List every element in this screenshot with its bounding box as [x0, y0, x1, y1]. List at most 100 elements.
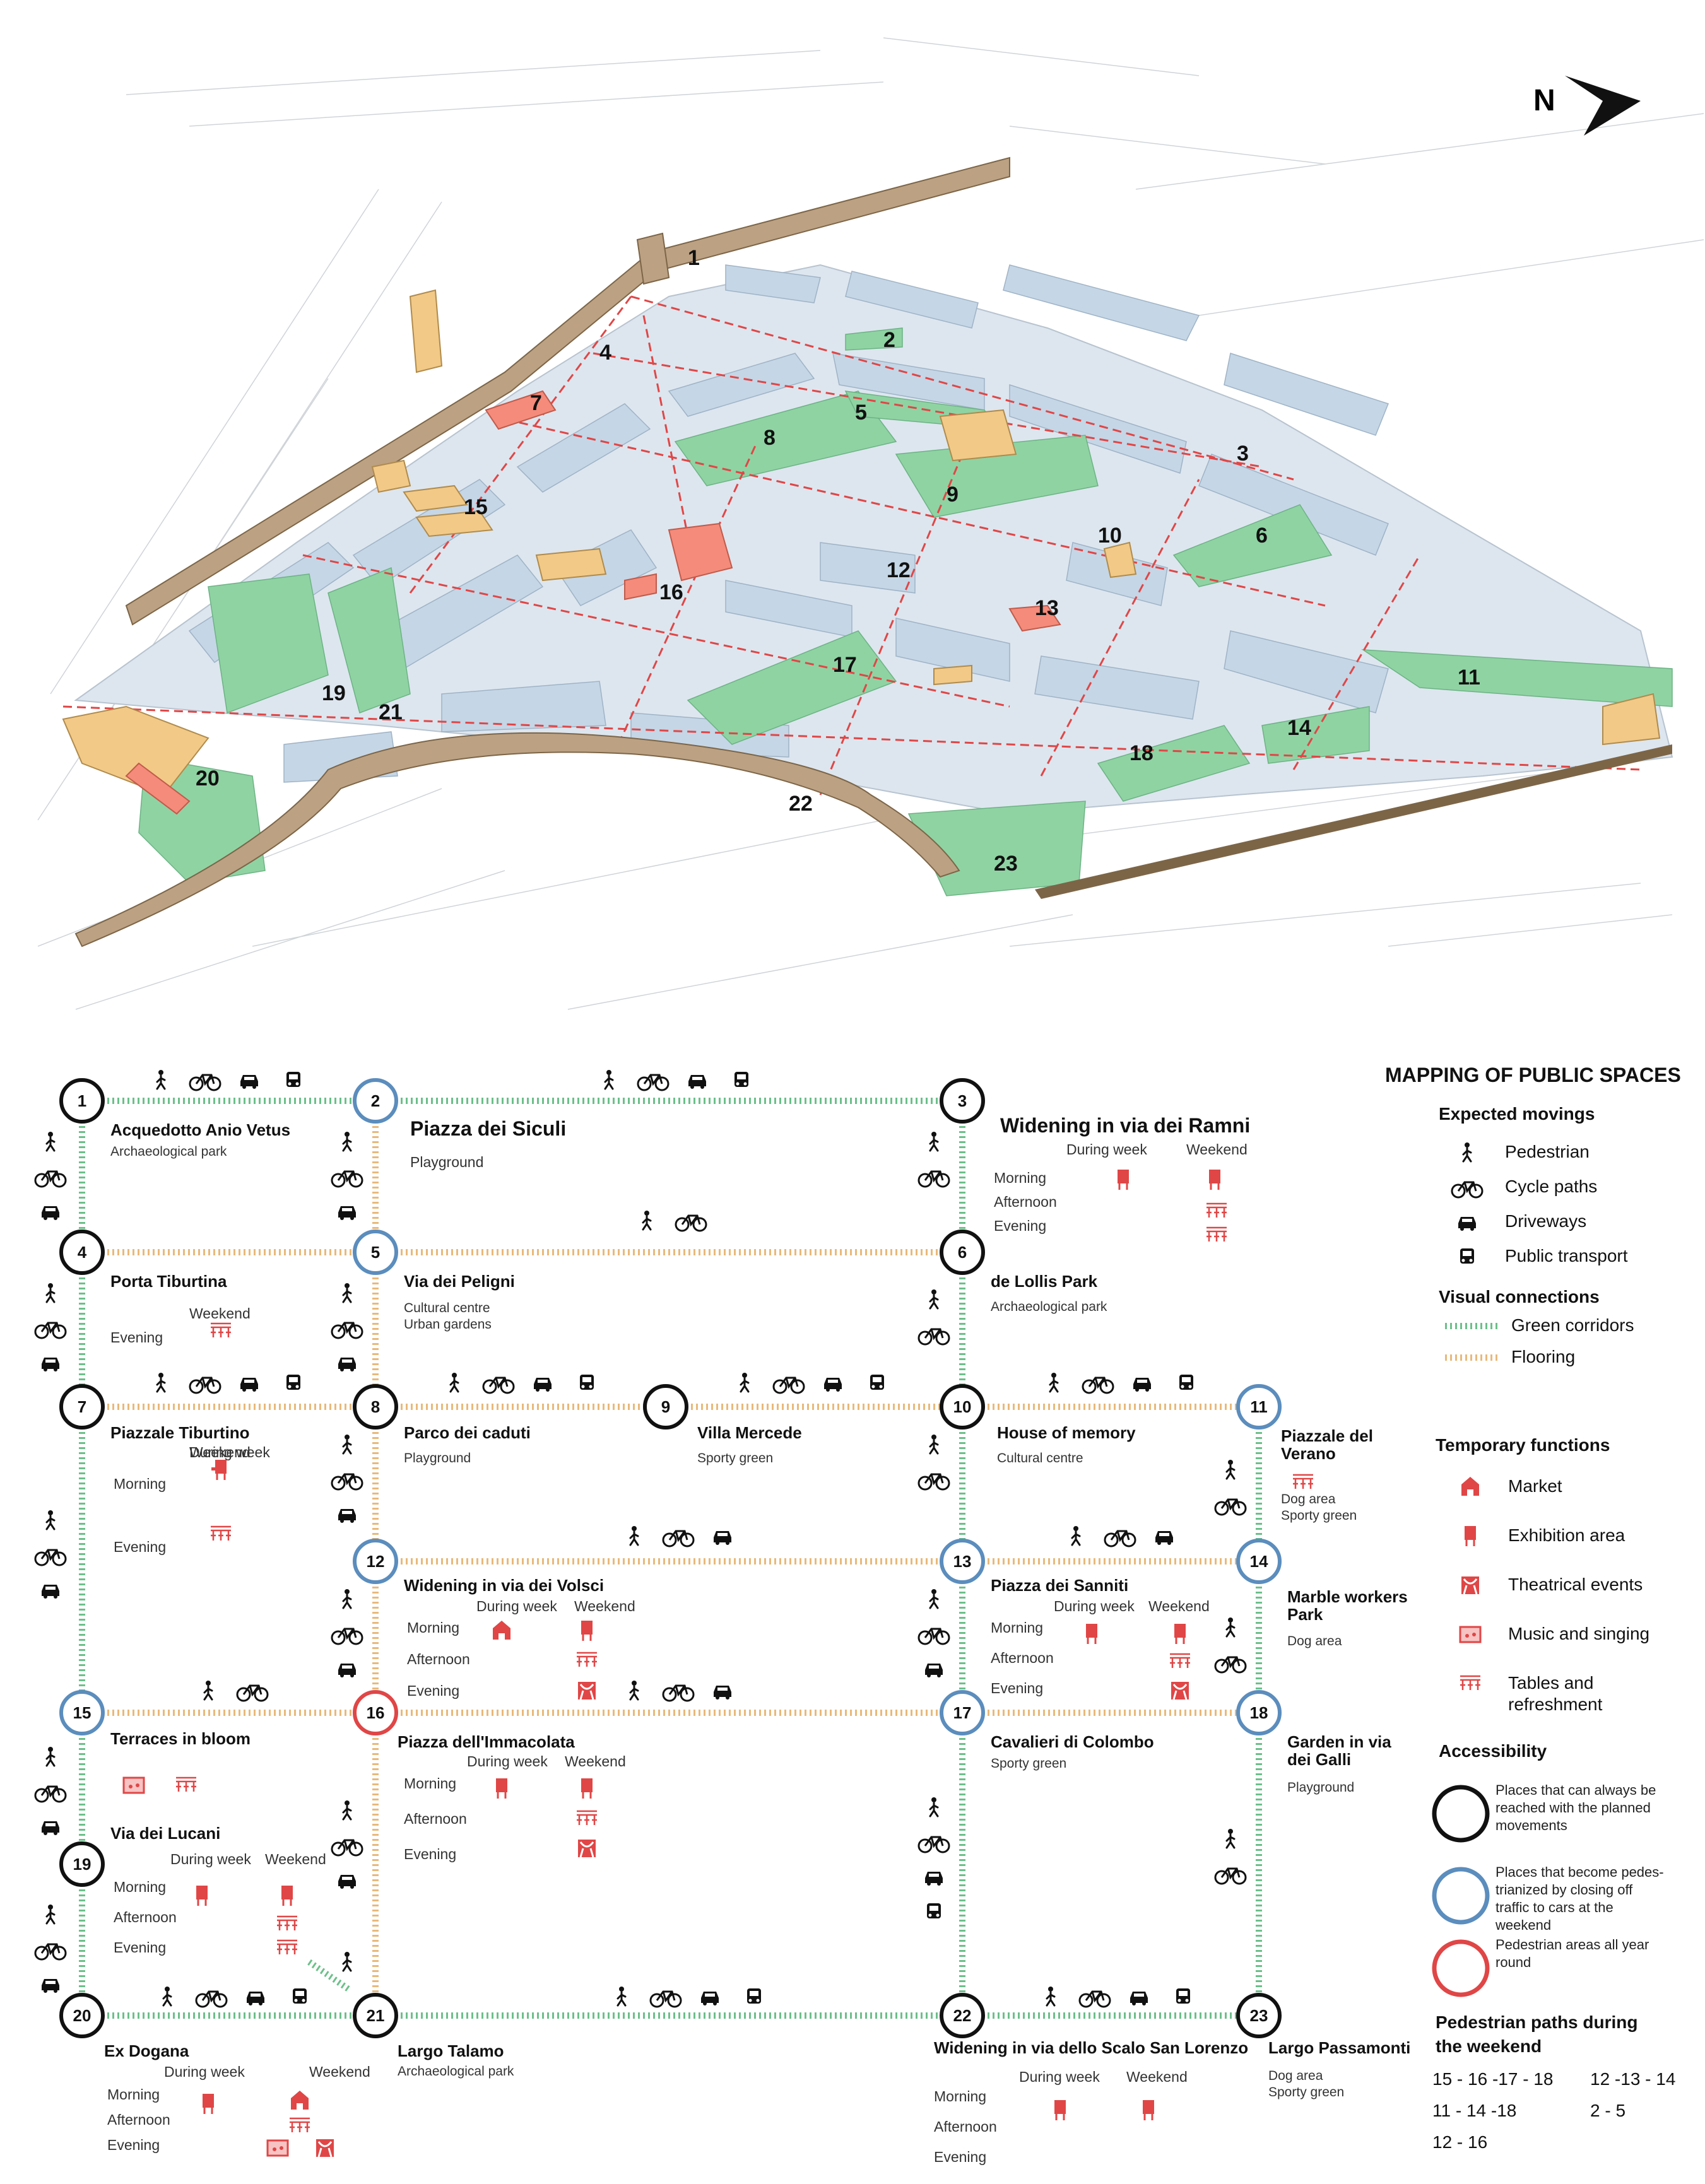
map-label-18: 18	[1130, 741, 1153, 765]
node-number: 9	[661, 1397, 670, 1416]
bicycle-icon	[1078, 1990, 1111, 2008]
car-icon	[688, 1075, 706, 1089]
car-icon	[824, 1378, 842, 1392]
place-node-15: 15	[59, 1690, 105, 1735]
pedestrian-icon	[156, 1069, 166, 1090]
car-icon	[240, 1075, 258, 1089]
bicycle-icon	[917, 1628, 950, 1645]
place-node-20: 20	[59, 1993, 105, 2038]
node-number: 8	[371, 1397, 380, 1416]
place-name: Acquedotto Anio Vetus	[110, 1120, 290, 1139]
bicycle-icon	[917, 1473, 950, 1491]
legend-temporary-item: Tables and	[1508, 1673, 1593, 1693]
exhibition-icon	[1053, 2099, 1067, 2122]
pedestrian-icon	[929, 1433, 939, 1455]
exhibition-icon	[195, 1884, 209, 1907]
function-icons	[122, 1168, 1314, 2158]
place-node-19: 19	[59, 1841, 105, 1887]
place-name: Widening in via dei Volsci	[404, 1576, 604, 1595]
bicycle-icon	[331, 1473, 363, 1491]
node-circle	[1236, 1539, 1282, 1584]
place-subtitle: Sporty green	[991, 1756, 1066, 1771]
car-icon	[42, 1358, 59, 1371]
place-name: Marble workers	[1287, 1587, 1408, 1606]
node-circle	[1236, 1384, 1282, 1430]
tables-icon	[1169, 1653, 1191, 1669]
node-circle	[643, 1384, 688, 1430]
car-icon	[338, 1509, 356, 1523]
bicycle-icon	[675, 1214, 707, 1232]
node-circle	[940, 1078, 985, 1124]
node-circle	[1236, 1993, 1282, 2038]
place-subtitle: Dog area	[1281, 1492, 1336, 1506]
legend-item-pedestrian-icon: Pedestrian	[1505, 1142, 1590, 1161]
map-label-22: 22	[789, 792, 813, 816]
tables-icon	[1205, 1202, 1228, 1219]
pedestrian-icon	[929, 1130, 939, 1152]
place-node-21: 21	[353, 1993, 398, 2038]
place-node-8: 8	[353, 1384, 398, 1430]
map-labels: 1 2 3 4 5 6 7 8 9 10 11 12 13 14 15 16 1…	[196, 246, 1480, 876]
exhibition-icon	[495, 1777, 509, 1800]
place-name: Porta Tiburtina	[110, 1272, 227, 1291]
map-label-21: 21	[379, 700, 403, 724]
time-label: Evening	[404, 1846, 456, 1862]
map-label-6: 6	[1256, 524, 1268, 548]
legend-accessibility-text: round	[1496, 1954, 1531, 1970]
column-label: Weekend	[189, 1444, 251, 1460]
node-number: 14	[1250, 1552, 1268, 1571]
map-label-8: 8	[764, 426, 776, 450]
bus-icon	[1179, 1375, 1193, 1390]
car-icon	[338, 1206, 356, 1220]
car-icon	[925, 1664, 943, 1677]
exhibition-icon	[1173, 1623, 1187, 1645]
bus-icon	[927, 1903, 941, 1918]
bicycle-icon	[331, 1628, 363, 1645]
bicycle-icon	[331, 1170, 363, 1188]
tables-icon	[276, 1915, 298, 1932]
pedestrian-icon	[1225, 1616, 1236, 1638]
place-subtitle: Archaeological park	[110, 1144, 227, 1159]
column-label: During week	[164, 2064, 245, 2080]
exhibition-icon	[280, 1884, 294, 1907]
legend-item-bicycle-icon: Cycle paths	[1505, 1177, 1597, 1196]
place-node-10: 10	[940, 1384, 985, 1430]
place-subtitle: Sporty green	[697, 1451, 773, 1465]
pedestrian-icon	[1462, 1141, 1472, 1163]
node-circle	[940, 1993, 985, 2038]
tables-icon	[1459, 1675, 1482, 1691]
legend-temporary-item: Exhibition area	[1508, 1525, 1625, 1545]
bicycle-icon	[662, 1684, 695, 1702]
market-icon	[1461, 1477, 1479, 1496]
place-node-5: 5	[353, 1230, 398, 1275]
node-number: 5	[371, 1243, 380, 1262]
node-number: 19	[73, 1855, 91, 1874]
place-subtitle: Cultural centre	[997, 1451, 1083, 1465]
car-icon	[701, 1992, 719, 2005]
time-label: Morning	[994, 1170, 1046, 1186]
context-linework	[37, 37, 1704, 1010]
node-number: 11	[1250, 1397, 1268, 1416]
place-node-1: 1	[59, 1078, 105, 1124]
time-label: Afternoon	[991, 1650, 1054, 1666]
legend-accessibility-circle	[1432, 1939, 1490, 1997]
legend-accessibility-text: reached with the planned	[1496, 1800, 1651, 1816]
node-circle	[353, 1690, 398, 1735]
time-label: Evening	[114, 1939, 166, 1956]
place-name-line2: Verano	[1281, 1444, 1336, 1463]
time-label: Afternoon	[107, 2111, 170, 2128]
connection-lines	[79, 1098, 1262, 2019]
pedestrian-icon	[1049, 1371, 1059, 1393]
pedestrian-icon	[45, 1130, 56, 1152]
landmarks	[125, 390, 1061, 815]
pedestrian-path-item: 11 - 14 -18	[1432, 2101, 1516, 2120]
column-label: Weekend	[565, 1753, 626, 1770]
edge-19-21	[307, 1959, 352, 1993]
